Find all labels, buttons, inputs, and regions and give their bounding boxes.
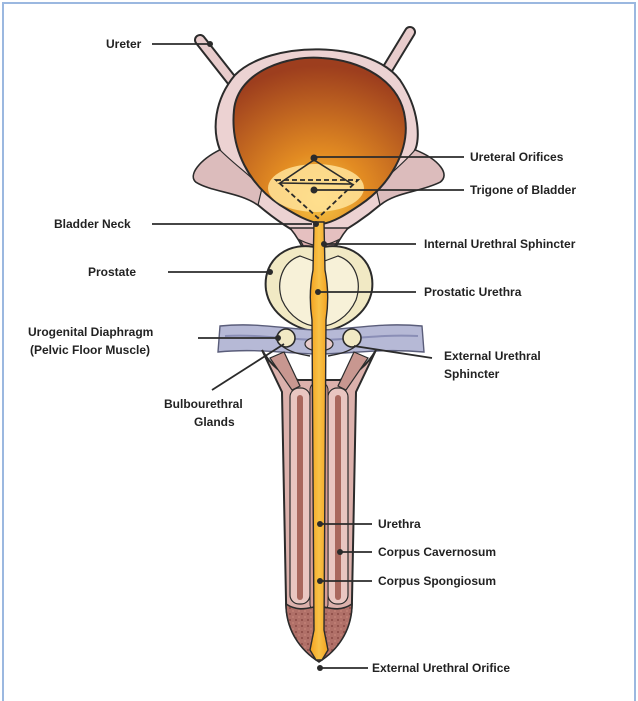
ureter-left — [200, 40, 233, 82]
label-trigone: Trigone of Bladder — [470, 183, 576, 197]
label-internal-sphincter: Internal Urethral Sphincter — [424, 237, 576, 251]
label-urogenital-diaphragm-line1: Urogenital Diaphragm — [28, 325, 153, 339]
ureteral-orifice-dot — [311, 155, 318, 162]
label-ureteral-orifices: Ureteral Orifices — [470, 150, 564, 164]
label-external-sphincter-line2: Sphincter — [444, 367, 500, 381]
label-prostatic-urethra: Prostatic Urethra — [424, 285, 522, 299]
label-corpus-spongiosum: Corpus Spongiosum — [378, 574, 496, 588]
label-ureter: Ureter — [106, 37, 142, 51]
label-urogenital-diaphragm-line2: (Pelvic Floor Muscle) — [30, 343, 150, 357]
label-external-sphincter-line1: External Urethral — [444, 349, 541, 363]
label-bladder-neck: Bladder Neck — [54, 217, 131, 231]
label-prostate: Prostate — [88, 265, 136, 279]
label-bulbourethral-line2: Glands — [194, 415, 235, 429]
label-bulbourethral-line1: Bulbourethral — [164, 397, 243, 411]
label-external-orifice: External Urethral Orifice — [372, 661, 510, 675]
label-urethra: Urethra — [378, 517, 421, 531]
label-corpus-cavernosum: Corpus Cavernosum — [378, 545, 496, 559]
